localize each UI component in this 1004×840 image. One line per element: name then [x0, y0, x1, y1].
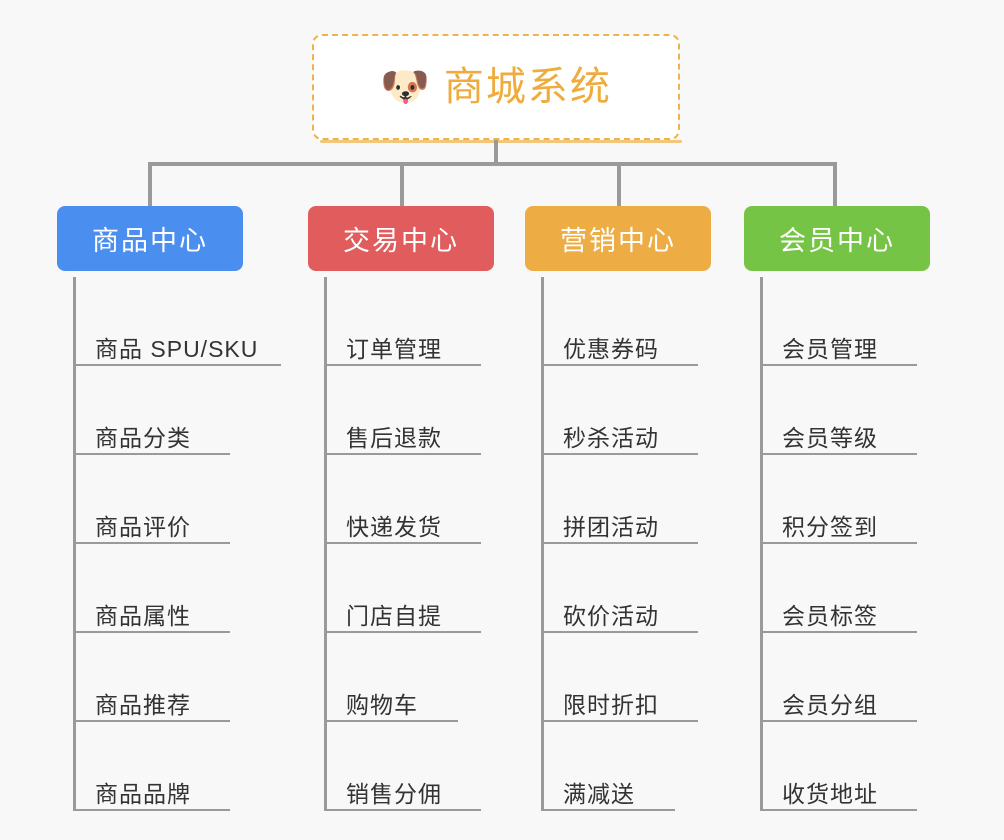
- root-node[interactable]: 🐶 商城系统: [312, 34, 682, 143]
- leaf-label: 限时折扣: [563, 691, 659, 718]
- leaf-label: 砍价活动: [563, 602, 659, 629]
- leaf-item[interactable]: 购物车: [324, 633, 458, 722]
- leaf-item[interactable]: 会员标签: [760, 544, 917, 633]
- leaf-spine: [541, 277, 544, 811]
- leaf-label: 门店自提: [346, 602, 442, 629]
- leaf-label: 收货地址: [782, 780, 878, 807]
- leaf-item[interactable]: 积分签到: [760, 455, 917, 544]
- dog-face-icon: 🐶: [380, 65, 430, 109]
- branch-trade-center: 交易中心 订单管理 售后退款 快递发货 门店自提 购物车 销售分佣: [308, 206, 548, 811]
- leaf-item[interactable]: 销售分佣: [324, 722, 481, 811]
- leaf-item[interactable]: 会员分组: [760, 633, 917, 722]
- leaf-label: 商品分类: [95, 424, 191, 451]
- root-title: 商城系统: [443, 65, 612, 109]
- leaf-label: 商品品牌: [95, 780, 191, 807]
- branch-title: 商品中心: [92, 226, 208, 256]
- connector-drop-2: [400, 162, 404, 206]
- leaf-label: 商品推荐: [95, 691, 191, 718]
- leaf-list-marketing-center: 优惠券码 秒杀活动 拼团活动 砍价活动 限时折扣 满减送: [525, 277, 765, 811]
- leaf-label: 商品评价: [95, 513, 191, 540]
- leaf-item[interactable]: 商品属性: [73, 544, 230, 633]
- leaf-item[interactable]: 商品分类: [73, 366, 230, 455]
- branch-header-product-center[interactable]: 商品中心: [57, 206, 243, 271]
- leaf-item[interactable]: 商品 SPU/SKU: [73, 277, 281, 366]
- leaf-label: 商品 SPU/SKU: [95, 335, 259, 362]
- leaf-label: 会员等级: [782, 424, 878, 451]
- connector-drop-1: [148, 162, 152, 206]
- leaf-item[interactable]: 会员等级: [760, 366, 917, 455]
- leaf-list-member-center: 会员管理 会员等级 积分签到 会员标签 会员分组 收货地址: [744, 277, 984, 811]
- leaf-label: 拼团活动: [563, 513, 659, 540]
- leaf-label: 积分签到: [782, 513, 878, 540]
- leaf-label: 购物车: [346, 691, 418, 718]
- leaf-item[interactable]: 秒杀活动: [541, 366, 698, 455]
- leaf-item[interactable]: 限时折扣: [541, 633, 698, 722]
- leaf-label: 销售分佣: [346, 780, 442, 807]
- connector-drop-4: [833, 162, 837, 206]
- connector-root-stem: [494, 140, 498, 164]
- leaf-item[interactable]: 订单管理: [324, 277, 481, 366]
- leaf-item[interactable]: 拼团活动: [541, 455, 698, 544]
- leaf-spine: [73, 277, 76, 811]
- leaf-label: 满减送: [563, 780, 635, 807]
- leaf-label: 会员标签: [782, 602, 878, 629]
- leaf-label: 会员分组: [782, 691, 878, 718]
- leaf-label: 会员管理: [782, 335, 878, 362]
- leaf-item[interactable]: 会员管理: [760, 277, 917, 366]
- leaf-label: 商品属性: [95, 602, 191, 629]
- leaf-item[interactable]: 商品品牌: [73, 722, 230, 811]
- leaf-item[interactable]: 优惠券码: [541, 277, 698, 366]
- leaf-list-product-center: 商品 SPU/SKU 商品分类 商品评价 商品属性 商品推荐 商品品牌: [57, 277, 297, 811]
- branch-member-center: 会员中心 会员管理 会员等级 积分签到 会员标签 会员分组 收货地址: [744, 206, 984, 811]
- leaf-item[interactable]: 门店自提: [324, 544, 481, 633]
- connector-horizontal-bus: [148, 162, 836, 166]
- leaf-label: 订单管理: [346, 335, 442, 362]
- leaf-label: 售后退款: [346, 424, 442, 451]
- branch-header-marketing-center[interactable]: 营销中心: [525, 206, 711, 271]
- leaf-item[interactable]: 砍价活动: [541, 544, 698, 633]
- leaf-item[interactable]: 满减送: [541, 722, 675, 811]
- leaf-item[interactable]: 商品评价: [73, 455, 230, 544]
- leaf-item[interactable]: 快递发货: [324, 455, 481, 544]
- branch-title: 交易中心: [343, 226, 459, 256]
- leaf-label: 优惠券码: [563, 335, 659, 362]
- branch-title: 会员中心: [779, 226, 895, 256]
- branch-header-trade-center[interactable]: 交易中心: [308, 206, 494, 271]
- leaf-item[interactable]: 收货地址: [760, 722, 917, 811]
- branch-header-member-center[interactable]: 会员中心: [744, 206, 930, 271]
- branch-title: 营销中心: [560, 226, 676, 256]
- leaf-label: 秒杀活动: [563, 424, 659, 451]
- leaf-spine: [324, 277, 327, 811]
- leaf-label: 快递发货: [346, 513, 442, 540]
- branch-product-center: 商品中心 商品 SPU/SKU 商品分类 商品评价 商品属性 商品推荐 商品品牌: [57, 206, 297, 811]
- connector-drop-3: [617, 162, 621, 206]
- leaf-spine: [760, 277, 763, 811]
- leaf-item[interactable]: 售后退款: [324, 366, 481, 455]
- leaf-list-trade-center: 订单管理 售后退款 快递发货 门店自提 购物车 销售分佣: [308, 277, 548, 811]
- leaf-item[interactable]: 商品推荐: [73, 633, 230, 722]
- branch-marketing-center: 营销中心 优惠券码 秒杀活动 拼团活动 砍价活动 限时折扣 满减送: [525, 206, 765, 811]
